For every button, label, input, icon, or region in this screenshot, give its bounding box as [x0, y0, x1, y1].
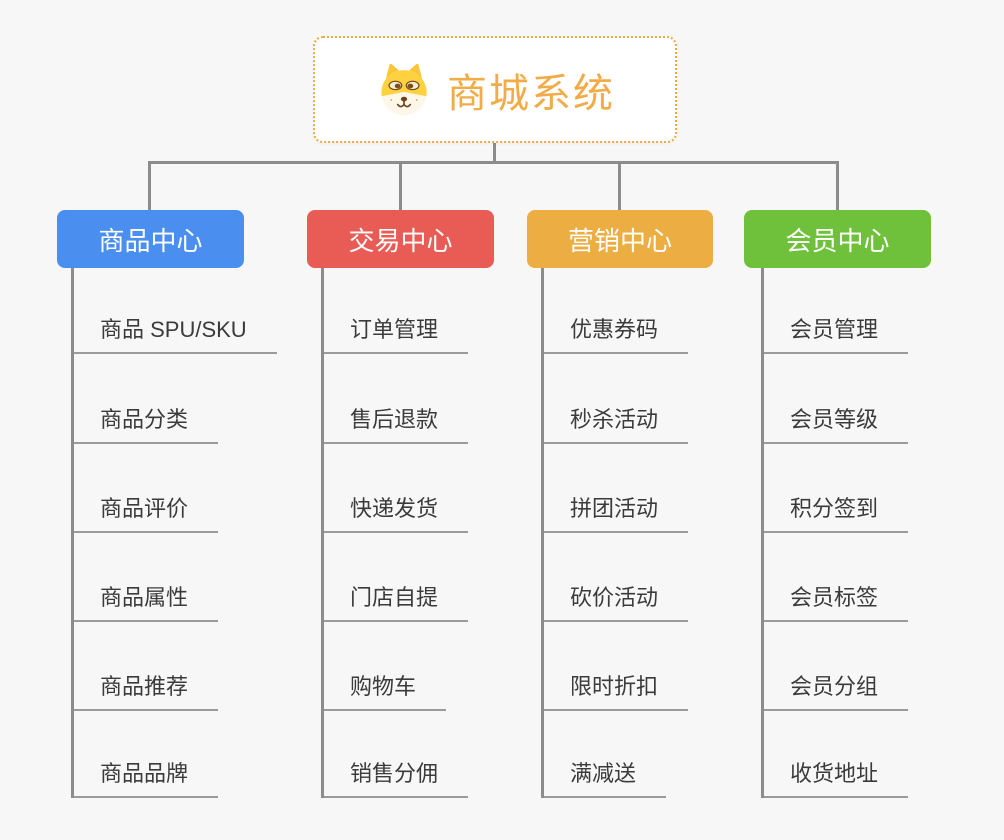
branch-column-marketing: 优惠券码 秒杀活动 拼团活动 砍价活动 限时折扣 满减送: [541, 268, 774, 798]
root-title: 商城系统: [447, 71, 615, 116]
leaf-item[interactable]: 秒杀活动: [544, 406, 689, 444]
leaf-item[interactable]: 门店自提: [324, 584, 469, 622]
leaf-item[interactable]: 优惠券码: [544, 316, 689, 354]
leaf-item[interactable]: 快递发货: [324, 495, 469, 533]
leaf-item[interactable]: 拼团活动: [544, 495, 689, 533]
leaf-item[interactable]: 满减送: [544, 760, 667, 798]
branch-node-product-center[interactable]: 商品中心: [57, 210, 244, 268]
leaf-item[interactable]: 会员分组: [764, 673, 909, 711]
branch-column-member: 会员管理 会员等级 积分签到 会员标签 会员分组 收货地址: [761, 268, 994, 798]
root-trunk-connector: [493, 143, 496, 164]
shiba-dog-icon: [381, 63, 427, 115]
branch-node-trade-center[interactable]: 交易中心: [307, 210, 494, 268]
leaf-item[interactable]: 订单管理: [324, 316, 469, 354]
leaf-item[interactable]: 会员管理: [764, 316, 909, 354]
branch-drop-connector: [618, 161, 621, 210]
leaf-item[interactable]: 会员标签: [764, 584, 909, 622]
leaf-item[interactable]: 商品 SPU/SKU: [74, 316, 277, 354]
leaf-item[interactable]: 销售分佣: [324, 760, 469, 798]
leaf-item[interactable]: 会员等级: [764, 406, 909, 444]
branch-node-member-center[interactable]: 会员中心: [744, 210, 931, 268]
leaf-item[interactable]: 售后退款: [324, 406, 469, 444]
leaf-item[interactable]: 商品分类: [74, 406, 219, 444]
leaf-item[interactable]: 商品品牌: [74, 760, 219, 798]
branch-column-product: 商品 SPU/SKU 商品分类 商品评价 商品属性 商品推荐 商品品牌: [71, 268, 304, 798]
leaf-item[interactable]: 收货地址: [764, 760, 909, 798]
branch-drop-connector: [399, 161, 402, 210]
branch-drop-connector: [836, 161, 839, 210]
branch-column-trade: 订单管理 售后退款 快递发货 门店自提 购物车 销售分佣: [321, 268, 554, 798]
leaf-item[interactable]: 限时折扣: [544, 673, 689, 711]
branch-horizontal-connector: [148, 161, 839, 164]
root-node-mall-system[interactable]: 商城系统: [313, 36, 677, 143]
leaf-item[interactable]: 购物车: [324, 673, 447, 711]
branch-drop-connector: [148, 161, 151, 210]
branch-node-marketing-center[interactable]: 营销中心: [527, 210, 713, 268]
leaf-item[interactable]: 商品推荐: [74, 673, 219, 711]
leaf-item[interactable]: 砍价活动: [544, 584, 689, 622]
leaf-item[interactable]: 商品评价: [74, 495, 219, 533]
leaf-item[interactable]: 积分签到: [764, 495, 909, 533]
leaf-item[interactable]: 商品属性: [74, 584, 219, 622]
